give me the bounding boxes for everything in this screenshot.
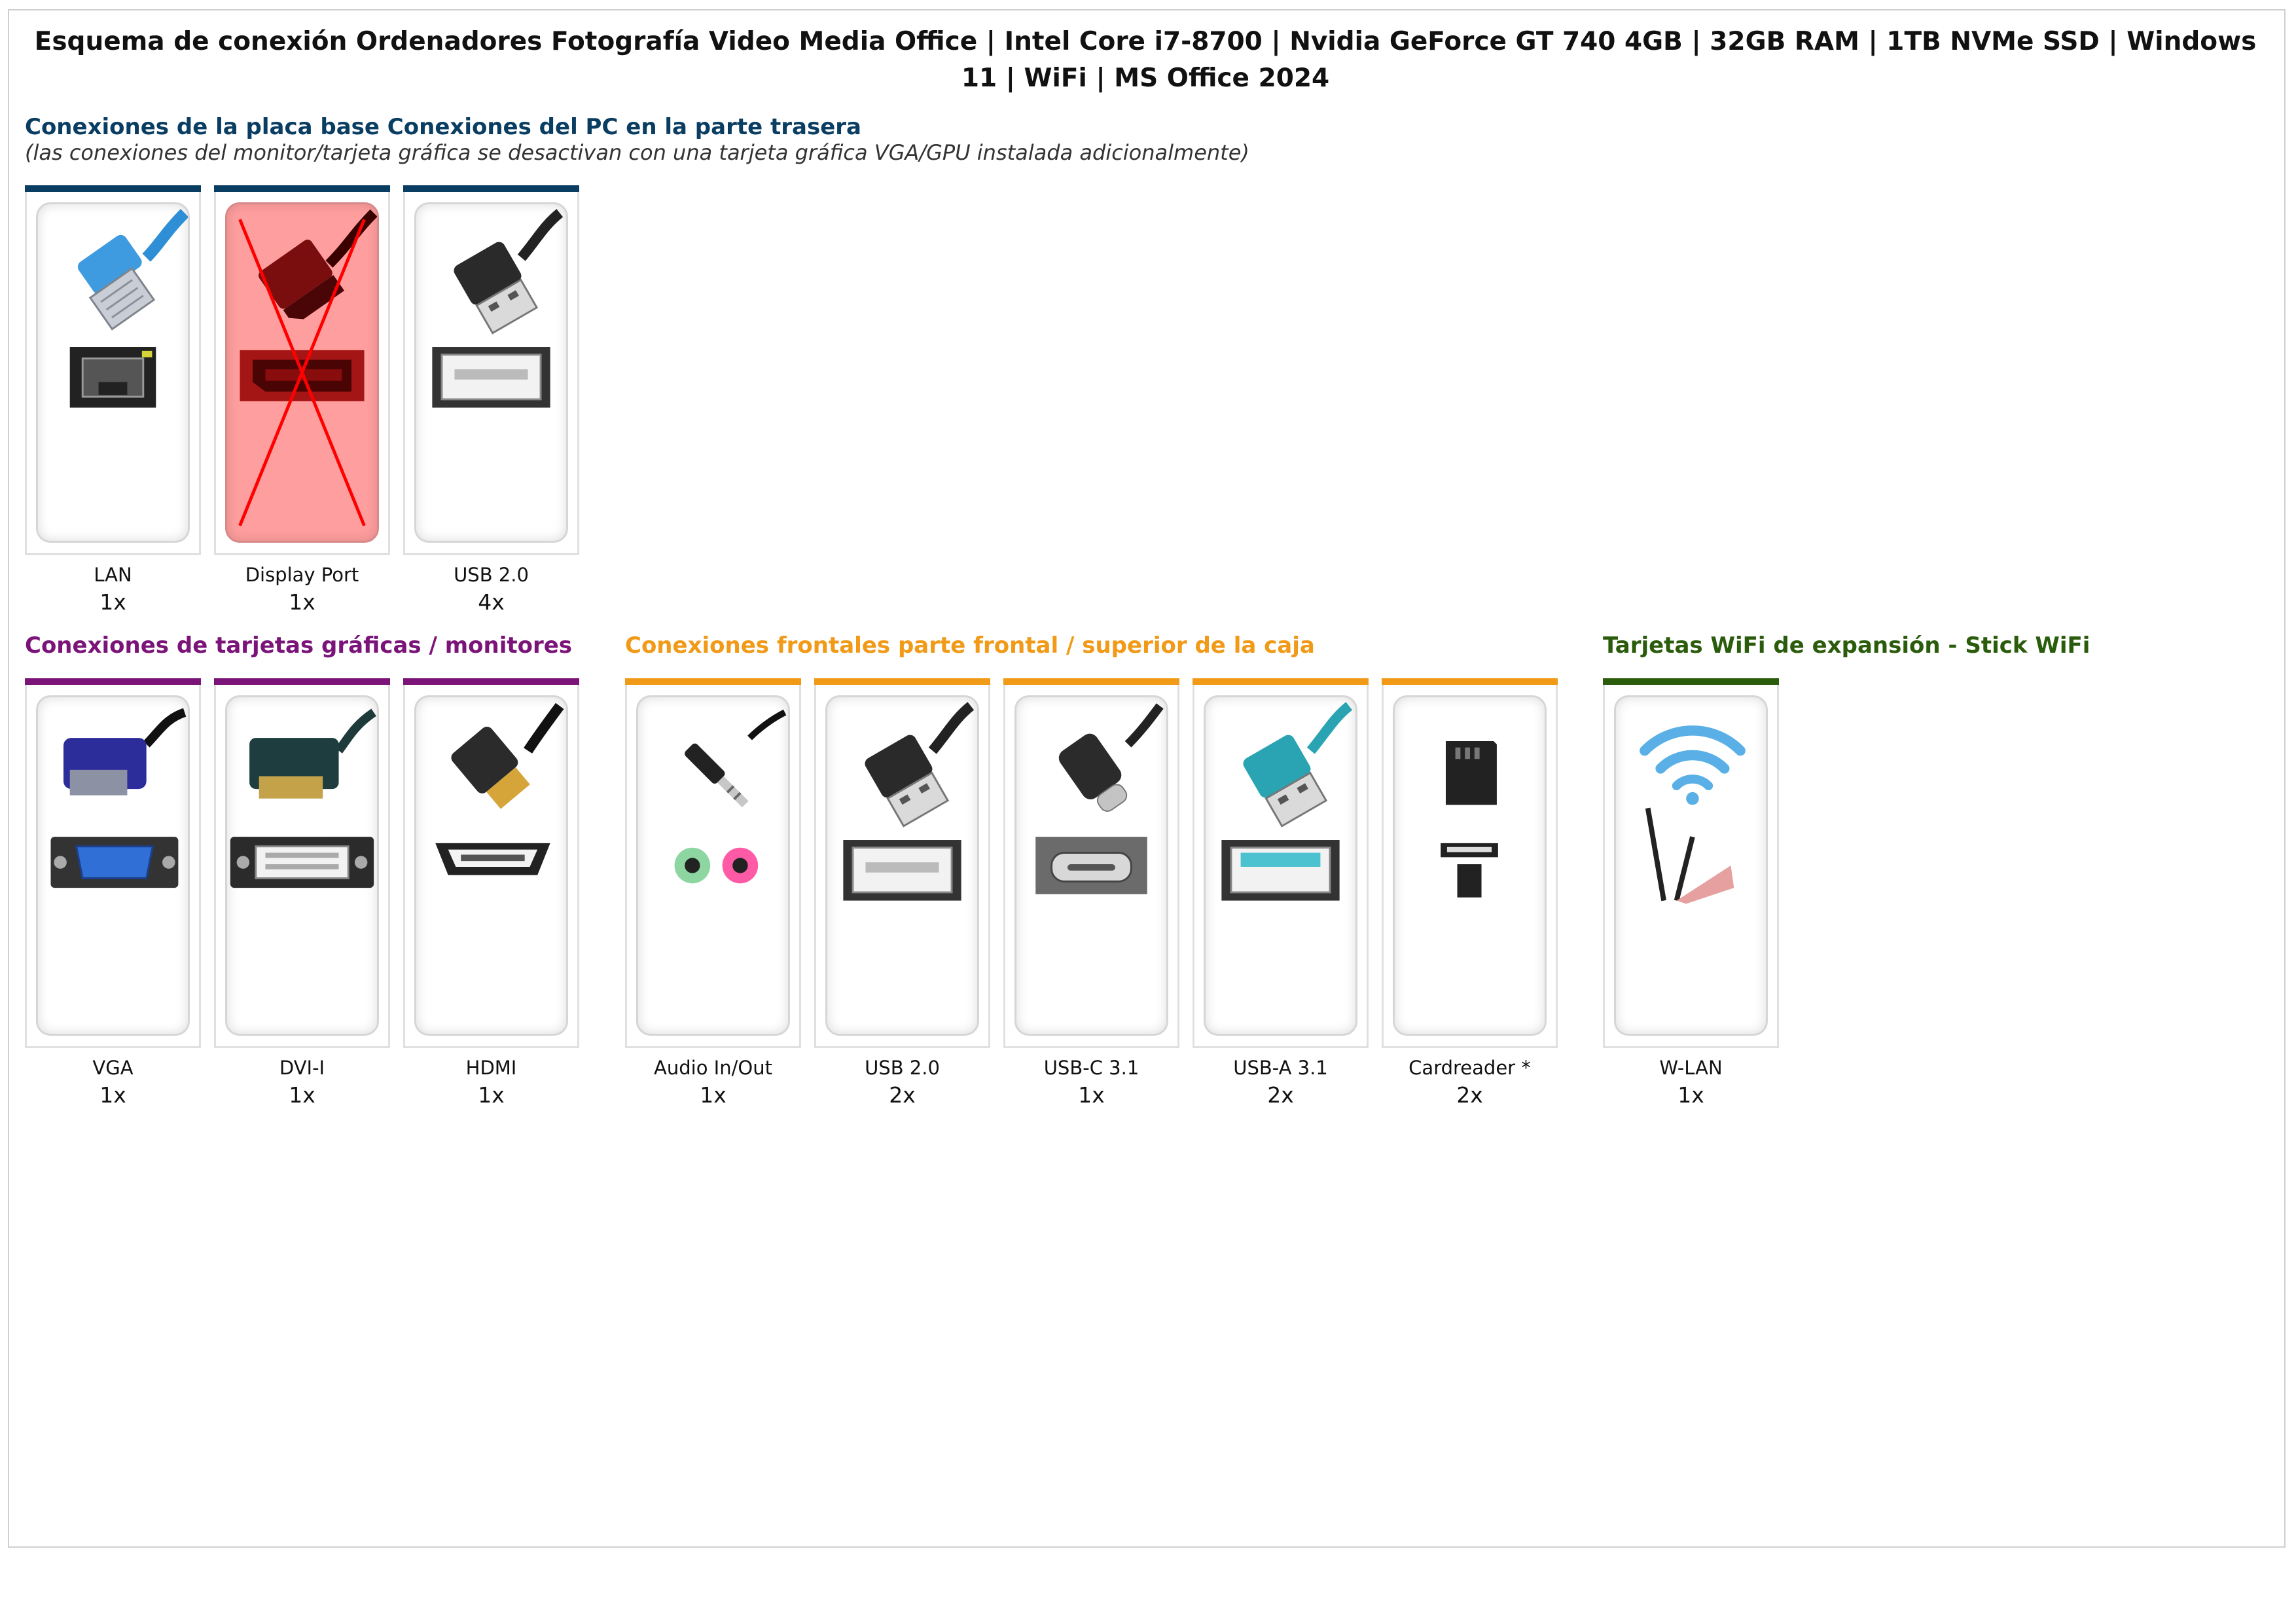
usb-c-icon bbox=[1014, 695, 1168, 1036]
connector-label: USB 2.0 bbox=[454, 564, 529, 586]
connector-label: USB-A 3.1 bbox=[1233, 1057, 1328, 1079]
connector-count: 1x bbox=[289, 589, 315, 615]
connector-count: 1x bbox=[1078, 1082, 1105, 1108]
connector-count: 1x bbox=[478, 1082, 505, 1108]
front-connectors: Audio In/Out 1x US bbox=[625, 678, 1558, 1110]
card-top-bar bbox=[403, 678, 579, 685]
usb-a-icon bbox=[414, 202, 568, 543]
card-top-bar bbox=[625, 678, 801, 685]
audio-jack-icon bbox=[636, 695, 790, 1036]
connector-box bbox=[1603, 685, 1779, 1048]
connector-label: W-LAN bbox=[1659, 1057, 1723, 1079]
connector-box bbox=[25, 192, 201, 555]
usb-a3-icon bbox=[1204, 695, 1357, 1036]
mainboard-connectors: LAN 1x Display Port bbox=[25, 185, 579, 617]
connector-count: 4x bbox=[478, 589, 505, 615]
connector-box bbox=[403, 685, 579, 1048]
connector-count: 2x bbox=[1456, 1082, 1483, 1108]
connector-label: HDMI bbox=[465, 1057, 517, 1079]
connector-card-usbc: USB-C 3.1 1x bbox=[1003, 678, 1179, 1110]
dvi-icon bbox=[225, 695, 379, 1036]
connector-card-wlan: W-LAN 1x bbox=[1603, 678, 1779, 1110]
connector-box bbox=[814, 685, 990, 1048]
connector-count: 1x bbox=[289, 1082, 315, 1108]
connector-count: 1x bbox=[700, 1082, 726, 1108]
wifi-icon bbox=[1614, 695, 1768, 1036]
cross-line bbox=[238, 219, 366, 526]
connector-label: USB 2.0 bbox=[865, 1057, 940, 1079]
connector-box bbox=[1382, 685, 1558, 1048]
card-top-bar bbox=[25, 678, 201, 685]
connector-card-dvi: DVI-I 1x bbox=[214, 678, 390, 1110]
connector-box bbox=[625, 685, 801, 1048]
card-top-bar bbox=[1003, 678, 1179, 685]
card-top-bar bbox=[25, 185, 201, 192]
cardreader-icon bbox=[1393, 695, 1547, 1036]
usb-a-icon bbox=[825, 695, 979, 1036]
connector-card-usb20-rear: USB 2.0 4x bbox=[403, 185, 579, 617]
connector-label: Cardreader * bbox=[1408, 1057, 1531, 1079]
connector-count: 2x bbox=[889, 1082, 916, 1108]
displayport-icon bbox=[225, 202, 379, 543]
connector-box bbox=[25, 685, 201, 1048]
connector-label: USB-C 3.1 bbox=[1043, 1057, 1139, 1079]
connector-count: 1x bbox=[1677, 1082, 1704, 1108]
connector-count: 2x bbox=[1267, 1082, 1294, 1108]
connector-card-usb20-front: USB 2.0 2x bbox=[814, 678, 990, 1110]
connector-box bbox=[1003, 685, 1179, 1048]
card-top-bar bbox=[403, 185, 579, 192]
page-title: Esquema de conexión Ordenadores Fotograf… bbox=[34, 27, 2257, 93]
connector-card-hdmi: HDMI 1x bbox=[403, 678, 579, 1110]
mainboard-section-subtitle: (las conexiones del monitor/tarjeta gráf… bbox=[25, 140, 1249, 165]
connector-box bbox=[214, 192, 390, 555]
wifi-connectors: W-LAN 1x bbox=[1603, 678, 1779, 1110]
card-top-bar bbox=[1382, 678, 1558, 685]
card-top-bar bbox=[814, 678, 990, 685]
connector-label: DVI-I bbox=[279, 1057, 325, 1079]
graphics-connectors: VGA 1x DVI-I 1x bbox=[25, 678, 579, 1110]
card-top-bar bbox=[1603, 678, 1779, 685]
lan-icon bbox=[36, 202, 190, 543]
page-frame bbox=[8, 9, 2286, 1548]
connector-count: 1x bbox=[99, 589, 126, 615]
graphics-section-title: Conexiones de tarjetas gráficas / monito… bbox=[25, 632, 573, 659]
card-top-bar bbox=[214, 185, 390, 192]
connector-label: Audio In/Out bbox=[654, 1057, 772, 1079]
connector-card-vga: VGA 1x bbox=[25, 678, 201, 1110]
connector-card-usba31: USB-A 3.1 2x bbox=[1193, 678, 1369, 1110]
vga-icon bbox=[36, 695, 190, 1036]
mainboard-section-title: Conexiones de la placa base Conexiones d… bbox=[25, 114, 861, 140]
connector-box bbox=[1193, 685, 1369, 1048]
connector-card-cardreader: Cardreader * 2x bbox=[1382, 678, 1558, 1110]
card-top-bar bbox=[1193, 678, 1369, 685]
connector-card-lan: LAN 1x bbox=[25, 185, 201, 617]
wifi-section-title: Tarjetas WiFi de expansión - Stick WiFi bbox=[1603, 632, 2090, 659]
connector-label: LAN bbox=[94, 564, 132, 586]
connector-label: VGA bbox=[92, 1057, 134, 1079]
hdmi-icon bbox=[414, 695, 568, 1036]
connector-label: Display Port bbox=[245, 564, 359, 586]
connector-box bbox=[403, 192, 579, 555]
connector-card-displayport: Display Port 1x bbox=[214, 185, 390, 617]
connector-card-audio: Audio In/Out 1x bbox=[625, 678, 801, 1110]
card-top-bar bbox=[214, 678, 390, 685]
connector-count: 1x bbox=[99, 1082, 126, 1108]
connector-box bbox=[214, 685, 390, 1048]
front-section-title: Conexiones frontales parte frontal / sup… bbox=[625, 632, 1315, 659]
